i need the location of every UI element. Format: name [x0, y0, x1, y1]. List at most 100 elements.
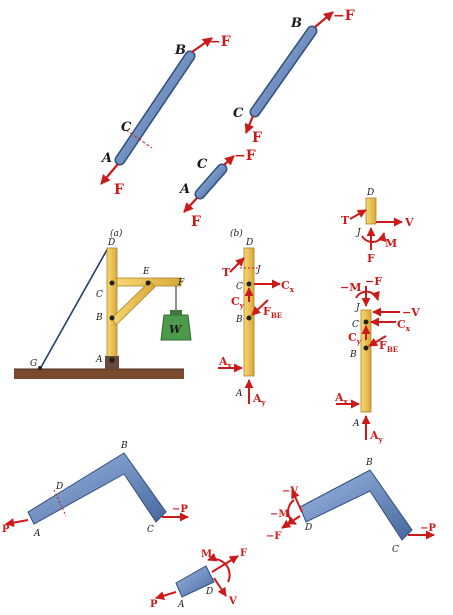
- fbd-b-label-c: C: [236, 282, 243, 292]
- fbd-b-label-cy: Cy: [231, 295, 245, 310]
- beam-left-label-v: V: [228, 596, 237, 607]
- fbd-top-label-t: T: [341, 214, 350, 227]
- label-upper-b: B: [290, 16, 302, 31]
- beam-right-label-neg-p: −P: [420, 523, 436, 534]
- beam-left-label-p: P: [150, 599, 158, 610]
- label-frame-f: F: [177, 278, 185, 288]
- label-frame-g: G: [30, 359, 37, 369]
- label-f: F: [114, 182, 124, 198]
- fbd-top-moment-m: [361, 232, 387, 243]
- label-frame-d: D: [107, 238, 115, 248]
- pin-a: [109, 357, 115, 363]
- fbd-right-arrow-fbe: [368, 335, 387, 347]
- label-frame-c: C: [96, 290, 103, 300]
- label-lower-minus-f: −F: [234, 148, 256, 164]
- label-upper-minus-f: −F: [333, 8, 355, 24]
- fbd-b-label-a: A: [235, 389, 243, 399]
- fbd-right-label-neg-m: −M: [340, 281, 361, 294]
- fbd-b-post: [243, 247, 255, 377]
- rod-full-highlight: [116, 52, 194, 164]
- beam-full-label-d: D: [55, 482, 63, 492]
- frame-a: (a) W D E F C B A G: [14, 228, 192, 379]
- fbd-b-pin-b: [246, 315, 252, 321]
- fbd-right-label-j: J: [354, 303, 361, 313]
- fbd-b-label-d: D: [245, 238, 253, 248]
- fbd-top-label-j: J: [355, 228, 362, 238]
- label-frame-b: B: [95, 313, 103, 323]
- beam-right-label-b: B: [365, 458, 373, 468]
- label-b: B: [174, 43, 186, 58]
- fbd-top: D J T V M F: [341, 188, 414, 265]
- fbd-right-label-neg-f: −F: [365, 275, 382, 288]
- force-arrow-lower-bottom: [183, 197, 198, 213]
- label-w: W: [169, 323, 183, 336]
- label-lower-f: F: [191, 214, 201, 230]
- force-arrow-upper-top: [314, 11, 334, 28]
- fbd-top-post: [365, 197, 377, 225]
- beam-right-label-neg-m: −M: [270, 509, 289, 520]
- label-frame-e: E: [142, 267, 150, 277]
- fbd-b-label-ay: Ay: [252, 392, 267, 407]
- panel-label-a: (a): [110, 228, 123, 239]
- fbd-right-label-a: A: [352, 419, 360, 429]
- fbd-right-label-c: C: [352, 320, 359, 330]
- label-upper-f: F: [252, 130, 262, 146]
- pin-c: [109, 280, 115, 286]
- beam-left: A D P M F V: [150, 548, 247, 610]
- beam-left-arrow-v: [213, 577, 227, 597]
- beam-full-label-p: P: [2, 524, 10, 535]
- fbd-b-label-fbe: FBE: [263, 305, 282, 320]
- beam-left-label-a: A: [177, 600, 185, 610]
- fbd-top-label-m: M: [385, 237, 397, 250]
- cable-gd: [39, 247, 109, 370]
- fbd-b-arrow-fbe: [251, 299, 269, 316]
- force-arrow-f: [100, 163, 119, 185]
- beam-full-label-c: C: [147, 525, 154, 535]
- label-c: C: [121, 120, 132, 135]
- fbd-top-label-d: D: [366, 188, 374, 198]
- fbd-right-pin-b: [363, 345, 369, 351]
- force-arrow-upper-bottom: [244, 115, 255, 134]
- beam-right-arrow-neg-v: [291, 489, 303, 513]
- rod-lower-group: C A −F F: [178, 148, 256, 230]
- label-frame-a: A: [95, 355, 103, 365]
- panel-label-b: (b): [230, 228, 243, 239]
- fbd-right-post: [360, 309, 372, 413]
- beam-right: B D C −P −V −M −F: [266, 458, 436, 555]
- fbd-b-label-j: J: [255, 265, 262, 275]
- fbd-right: −M −F −V J C B A Cx Cy FBE Ax Ay: [334, 275, 420, 444]
- ground: [14, 369, 184, 379]
- label-upper-c: C: [233, 106, 244, 121]
- beam-full: B D A C P −P: [2, 441, 189, 539]
- brace-be: [111, 280, 156, 326]
- force-arrow-minus-f: [191, 37, 213, 53]
- rod-full-group: B C A −F F: [100, 34, 231, 198]
- label-lower-a: A: [178, 182, 190, 197]
- cut-line: [125, 129, 153, 149]
- beam-left-arrow-p: [155, 591, 177, 600]
- label-minus-f: −F: [209, 34, 231, 50]
- fbd-b-pin-c: [246, 281, 252, 287]
- pin-g: [38, 366, 42, 370]
- beam-right-label-neg-f: −F: [266, 531, 281, 542]
- fbd-right-label-neg-v: −V: [402, 306, 420, 319]
- fbd-b-arrow-t: [229, 257, 245, 273]
- fbd-right-moment-neg-m: [355, 290, 380, 301]
- fbd-right-label-fbe: FBE: [379, 339, 398, 354]
- fbd-right-label-ay: Ay: [369, 429, 384, 444]
- fbd-right-label-cx: Cx: [397, 318, 411, 333]
- beam-right-moment-neg-m: [286, 499, 297, 525]
- beam-full-label-b: B: [120, 441, 128, 451]
- fbd-b-label-ax: Ax: [218, 355, 233, 370]
- weight-handle: [170, 310, 182, 315]
- beam-left-label-f: F: [240, 548, 247, 559]
- beam-full-label-a: A: [33, 529, 41, 539]
- beam-full-shape: [27, 452, 167, 525]
- beam-full-cut: [53, 489, 67, 517]
- beam-full-arrow-p: [5, 518, 29, 527]
- fbd-b-label-cx: Cx: [281, 279, 295, 294]
- force-arrow-lower-top: [223, 155, 235, 166]
- fbd-b-label-t: T: [222, 266, 231, 279]
- beam-left-shape: [175, 565, 215, 598]
